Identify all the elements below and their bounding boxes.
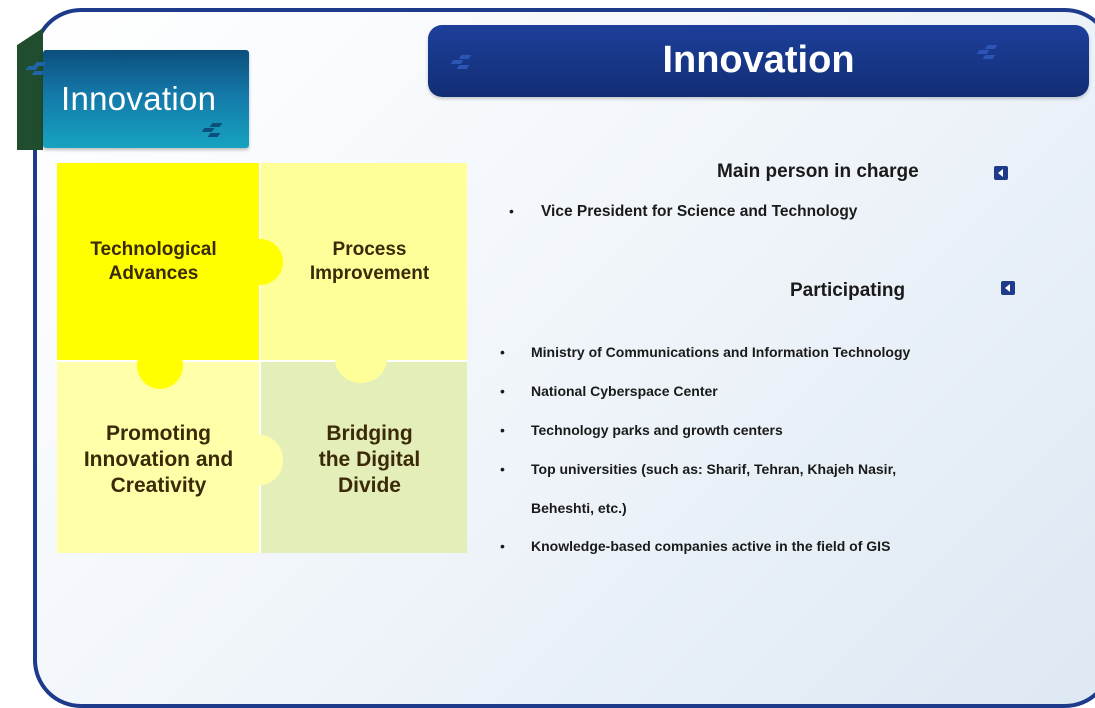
piece-label: the Digital (318, 447, 421, 471)
participating-item: Technology parks and growth centers (531, 422, 783, 438)
title-bar: Innovation (428, 25, 1089, 97)
bullet-icon: • (500, 383, 505, 399)
piece-label: Divide (337, 474, 401, 498)
bullet-icon: • (509, 203, 514, 219)
participating-item: Knowledge-based companies active in the … (531, 538, 891, 554)
decor-stripes-icon (201, 122, 225, 140)
decor-stripes-icon (976, 45, 1000, 63)
puzzle-knob (237, 239, 283, 285)
piece-label: Improvement (309, 263, 430, 284)
page-title: Innovation (662, 39, 855, 81)
bullet-icon: • (500, 344, 505, 360)
bullet-icon: • (500, 422, 505, 438)
side-tab-label: Innovation (61, 80, 217, 117)
bullet-icon: • (500, 461, 505, 477)
slide: Innovation Innovation Technological Adva… (17, 8, 1095, 708)
participating-item-continuation: Beheshti, etc.) (531, 500, 627, 516)
piece-label: Technological (90, 239, 217, 261)
piece-label: Bridging (326, 421, 413, 445)
puzzle-knob (237, 435, 283, 485)
puzzle-piece-promoting-innovation: Promoting Innovation and Creativity (57, 361, 260, 553)
main-person-heading: Main person in charge (717, 161, 919, 182)
participating-item: Top universities (such as: Sharif, Tehra… (531, 461, 897, 477)
piece-label: Creativity (110, 474, 207, 498)
side-tab: Innovation (25, 50, 249, 148)
puzzle-knob (137, 341, 183, 389)
chevron-left-icon (994, 166, 1008, 180)
participating-item: National Cyberspace Center (531, 383, 718, 399)
puzzle-piece-bridging-digital-divide: Bridging the Digital Divide (260, 361, 467, 553)
piece-label: Process (332, 239, 407, 261)
piece-label: Promoting (105, 421, 211, 445)
side-tab-accent (17, 28, 43, 150)
decor-stripes-icon (25, 62, 49, 80)
bullet-icon: • (500, 538, 505, 554)
puzzle-piece-technological-advances: Technological Advances (57, 163, 260, 361)
puzzle-knob (335, 335, 387, 383)
main-person-item: Vice President for Science and Technolog… (541, 203, 858, 220)
piece-label: Innovation and (83, 447, 234, 471)
participating-item: Ministry of Communications and Informati… (531, 344, 911, 360)
piece-label: Advances (108, 263, 199, 284)
puzzle-diagram: Technological Advances Process Improveme… (57, 163, 467, 553)
participating-heading: Participating (790, 280, 906, 301)
chevron-left-icon (1001, 281, 1015, 295)
puzzle-piece-process-improvement: Process Improvement (260, 163, 467, 361)
